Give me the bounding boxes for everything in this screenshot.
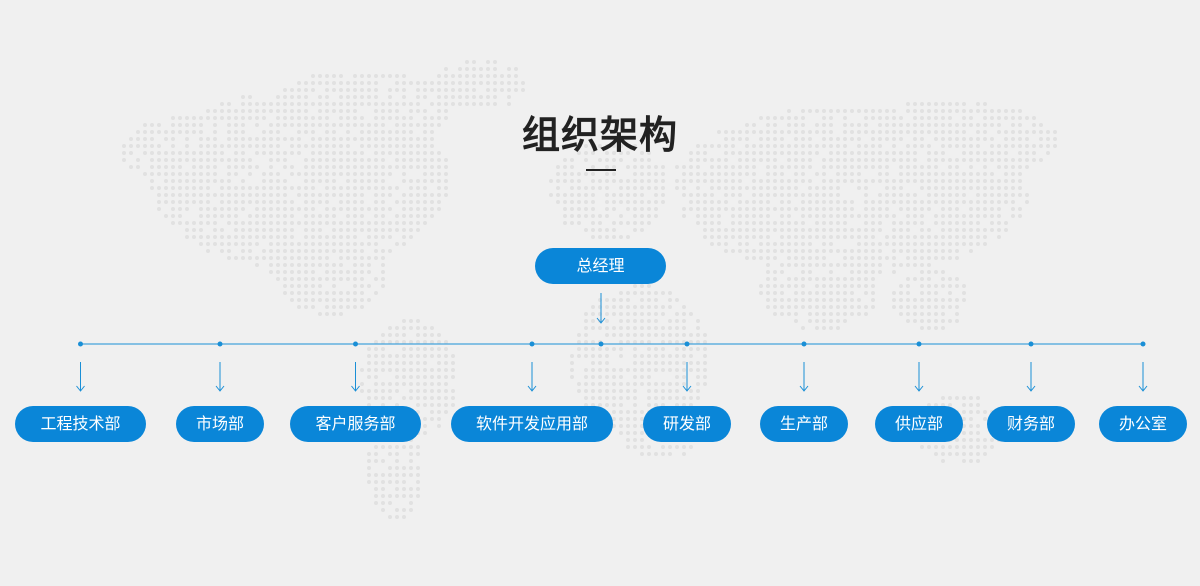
connector-dot [78,341,83,347]
department-arrow-head [76,385,85,392]
department-arrow-head [1138,385,1148,392]
connector-dot [1140,341,1146,347]
department-node[interactable]: 工程技术部 [15,406,146,442]
connector-dot [916,341,922,347]
department-arrow-head [1026,385,1036,392]
department-node[interactable]: 软件开发应用部 [451,406,613,442]
department-arrow-head [799,385,809,392]
department-node[interactable]: 生产部 [760,406,848,442]
department-arrow-head [682,385,692,392]
connector-dot [598,341,604,347]
department-node[interactable]: 客户服务部 [290,406,421,442]
connector-dot [529,341,535,347]
connector-dot [1028,341,1034,347]
department-arrow-head [351,385,360,392]
department-arrow-head [215,385,225,392]
page-title: 组织架构 [521,113,678,157]
department-node[interactable]: 办公室 [1099,406,1187,442]
connector-dot [801,341,807,347]
root-arrow-head [596,317,606,324]
connector-dot [353,341,358,347]
department-node[interactable]: 市场部 [176,406,264,442]
root-node-general-manager[interactable]: 总经理 [535,248,666,284]
department-arrow-head [914,385,924,392]
department-node[interactable]: 研发部 [643,406,731,442]
department-arrow-head [527,385,537,392]
connector-dot [217,341,223,347]
connector-dot [684,341,690,347]
department-node[interactable]: 财务部 [987,406,1075,442]
title-underline [586,169,616,171]
department-node[interactable]: 供应部 [875,406,963,442]
